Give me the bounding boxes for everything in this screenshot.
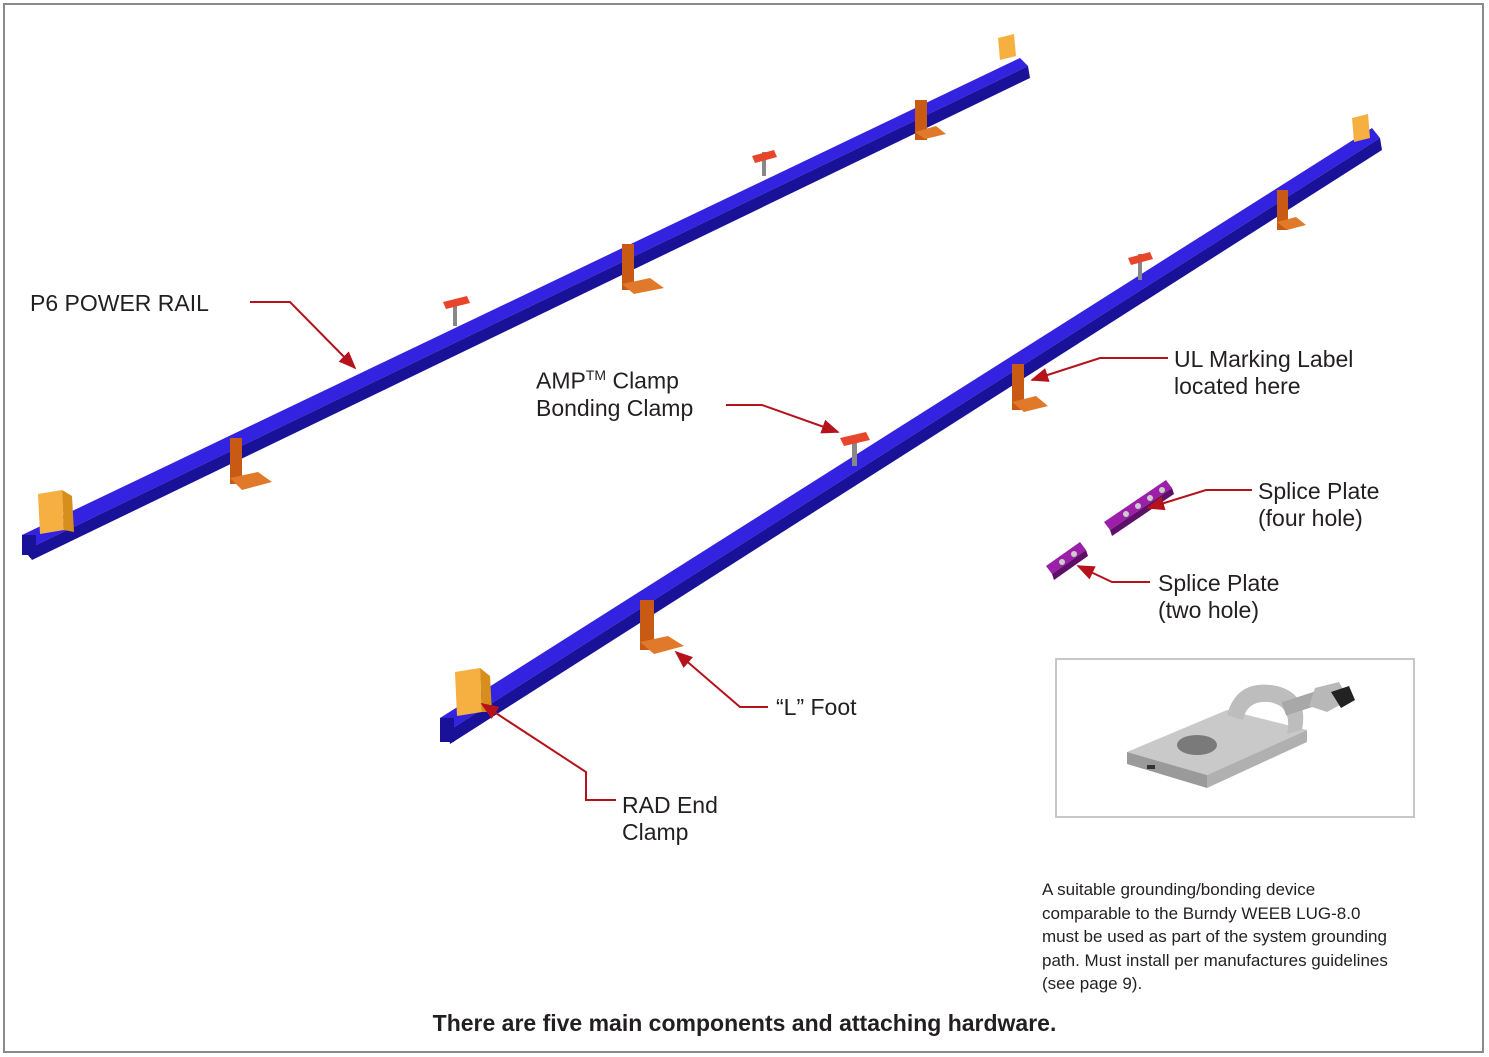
splice-plate-four-hole <box>1104 480 1174 536</box>
bonding-clamp-rail1-b <box>752 150 777 176</box>
l-foot-rail1-c <box>915 100 946 140</box>
diagram-caption: There are five main components and attac… <box>432 1010 1057 1036</box>
l-foot-rail2-c <box>1277 190 1306 230</box>
label-power-rail: P6 POWER RAIL <box>30 290 209 316</box>
bonding-clamp-rail2-a <box>840 432 870 466</box>
rad-end-clamp-rail1-right <box>998 34 1016 60</box>
diagram-frame <box>3 3 1484 1053</box>
rad-end-clamp-rail2-left <box>455 668 492 716</box>
label-amp-clamp: AMPTM Clamp Bonding Clamp <box>536 367 694 421</box>
label-splice-four-hole: Splice Plate(four hole) <box>1258 478 1380 531</box>
p6-power-rail-1 <box>22 58 1030 560</box>
p6-power-rail-2 <box>440 128 1382 744</box>
grounding-note: A suitable grounding/bonding device comp… <box>1042 880 1388 993</box>
rad-end-clamp-rail1-left <box>38 490 74 534</box>
splice-plate-two-hole <box>1046 542 1088 580</box>
l-foot-rail1-a <box>230 438 272 490</box>
grounding-lug-drawing <box>1127 682 1355 788</box>
label-l-foot: “L” Foot <box>776 694 857 720</box>
l-foot-rail2-b <box>1012 364 1048 412</box>
l-foot-rail1-b <box>622 244 664 294</box>
leader-lines <box>250 301 1252 801</box>
bonding-clamp-rail1-a <box>443 296 470 326</box>
bonding-clamp-rail2-b <box>1128 252 1153 280</box>
rad-end-clamp-rail2-right <box>1352 114 1370 142</box>
l-foot-rail2-a <box>640 600 684 654</box>
grounding-lug-photo <box>1055 658 1415 818</box>
label-splice-two-hole: Splice Plate(two hole) <box>1158 570 1280 623</box>
